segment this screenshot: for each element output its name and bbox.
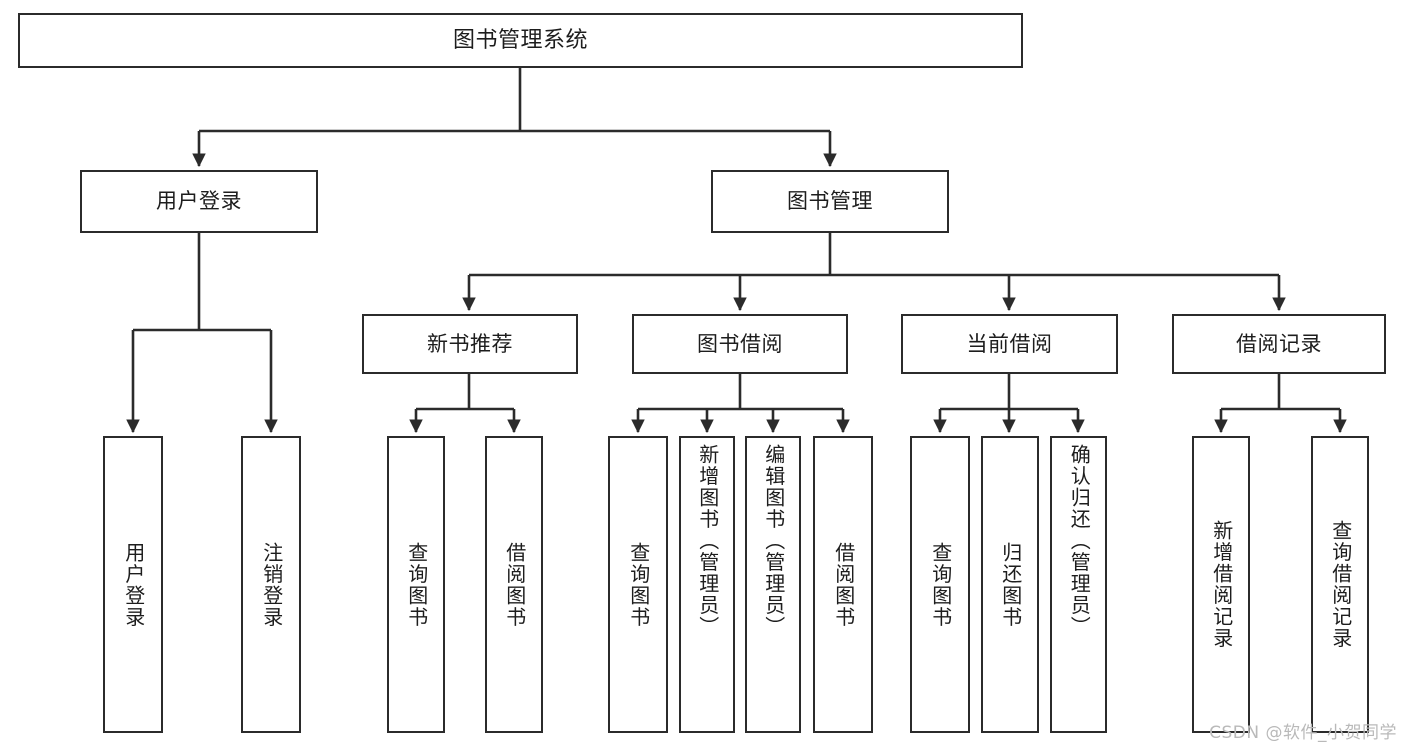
leaf-query-books-borrow[interactable]: 查询图书 [608, 436, 668, 733]
node-borrowing-records[interactable]: 借阅记录 [1172, 314, 1386, 374]
node-label: 用户登录 [121, 541, 146, 628]
leaf-user-login[interactable]: 用户登录 [103, 436, 163, 733]
node-book-management-system[interactable]: 图书管理系统 [18, 13, 1023, 68]
leaf-add-book-admin[interactable]: 新增图书（管理员） [679, 436, 735, 733]
node-label: 借阅图书 [502, 541, 527, 628]
node-label: 新增图书（管理员） [695, 444, 720, 638]
node-label: 查询图书 [404, 541, 429, 628]
node-label: 归还图书 [998, 541, 1023, 628]
node-label: 查询图书 [626, 541, 651, 628]
node-label: 查询借阅记录 [1328, 520, 1353, 649]
leaf-borrow-books[interactable]: 借阅图书 [813, 436, 873, 733]
node-label: 用户登录 [156, 189, 242, 214]
node-book-borrowing[interactable]: 图书借阅 [632, 314, 848, 374]
leaf-logout[interactable]: 注销登录 [241, 436, 301, 733]
leaf-borrow-books-recommend[interactable]: 借阅图书 [485, 436, 543, 733]
leaf-edit-book-admin[interactable]: 编辑图书（管理员） [745, 436, 801, 733]
node-label: 注销登录 [259, 541, 284, 628]
node-label: 借阅记录 [1236, 331, 1322, 356]
node-current-borrowing[interactable]: 当前借阅 [901, 314, 1118, 374]
leaf-confirm-return-admin[interactable]: 确认归还（管理员） [1050, 436, 1107, 733]
node-label: 借阅图书 [831, 541, 856, 628]
leaf-add-borrow-record[interactable]: 新增借阅记录 [1192, 436, 1250, 733]
leaf-query-borrow-record[interactable]: 查询借阅记录 [1311, 436, 1369, 733]
node-label: 编辑图书（管理员） [761, 444, 786, 638]
csdn-watermark: CSDN @软件_小贺同学 [1209, 723, 1397, 743]
node-book-management[interactable]: 图书管理 [711, 170, 949, 233]
node-label: 图书管理 [787, 189, 873, 214]
node-user-login[interactable]: 用户登录 [80, 170, 318, 233]
node-label: 图书借阅 [697, 331, 783, 356]
node-label: 新增借阅记录 [1209, 520, 1234, 649]
leaf-query-books-current[interactable]: 查询图书 [910, 436, 970, 733]
node-label: 确认归还（管理员） [1067, 444, 1092, 638]
leaf-query-books-recommend[interactable]: 查询图书 [387, 436, 445, 733]
node-label: 新书推荐 [427, 331, 513, 356]
node-new-book-recommendation[interactable]: 新书推荐 [362, 314, 578, 374]
node-label: 查询图书 [928, 541, 953, 628]
node-label: 图书管理系统 [452, 27, 588, 53]
node-label: 当前借阅 [966, 331, 1053, 356]
leaf-return-books[interactable]: 归还图书 [981, 436, 1039, 733]
